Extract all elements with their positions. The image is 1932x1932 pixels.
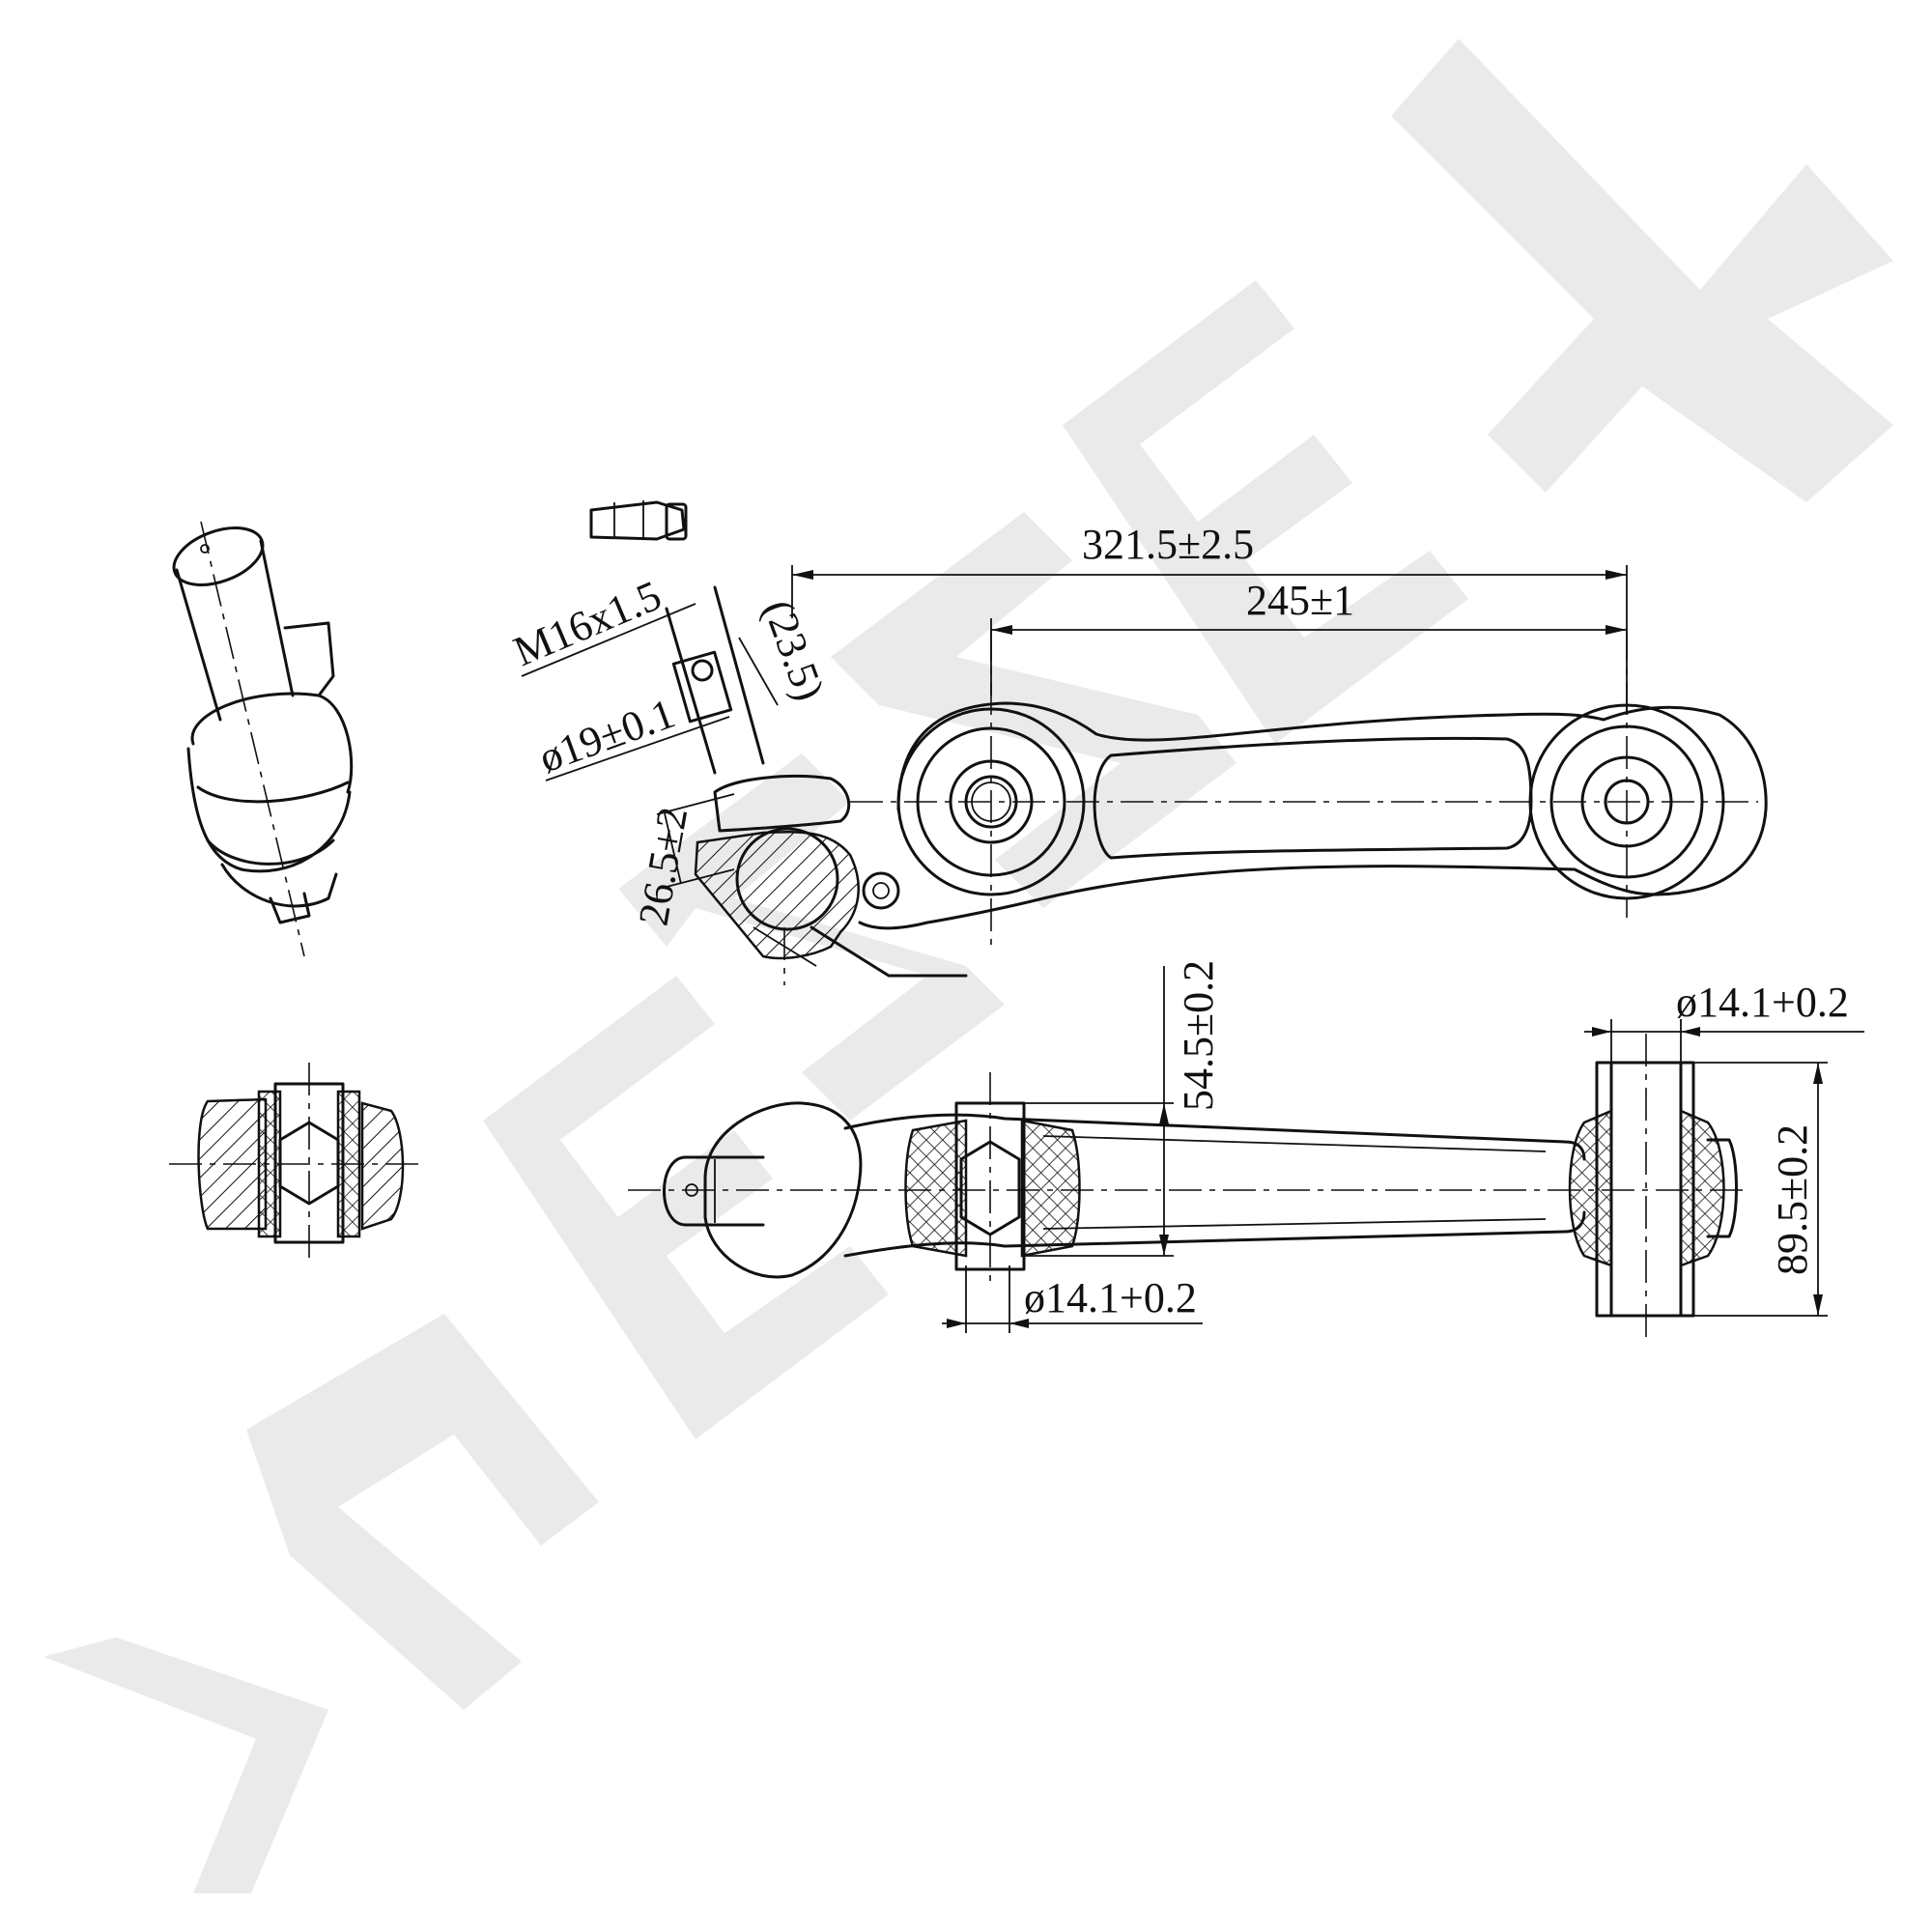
watermark-logo xyxy=(43,39,1893,1893)
dimension-front-bore: ø14.1+0.2 xyxy=(942,1265,1203,1333)
front-bore-label: ø14.1+0.2 xyxy=(1024,1274,1197,1321)
dimension-overall-length: 321.5±2.5 xyxy=(791,521,1628,715)
ball-joint-section xyxy=(665,585,968,985)
ball-joint-detail xyxy=(172,521,354,957)
dimension-rear-bush-width: 89.5±0.2 xyxy=(1693,1062,1828,1317)
dimension-thread-length: (23.5) xyxy=(738,594,834,707)
control-arm-top-view xyxy=(850,628,1768,947)
thread-label: M16x1.5 xyxy=(507,572,668,676)
dimension-thread: M16x1.5 xyxy=(507,572,696,677)
bushing-spacing-label: 245±1 xyxy=(1246,577,1354,624)
rear-bush-width-label: 89.5±0.2 xyxy=(1769,1124,1816,1275)
dimension-stud-diameter: ø19±0.1 xyxy=(533,690,730,782)
rear-bore-label: ø14.1+0.2 xyxy=(1676,979,1849,1026)
lock-nut xyxy=(589,500,688,541)
front-bush-width-label: 54.5±0.2 xyxy=(1175,960,1222,1111)
bushing-section-left xyxy=(169,1063,425,1265)
thread-length-label: (23.5) xyxy=(754,594,834,707)
dimension-bushing-spacing: 245±1 xyxy=(990,577,1627,696)
dimension-front-bush-width: 54.5±0.2 xyxy=(1024,960,1222,1257)
control-arm-side-view xyxy=(628,1034,1748,1343)
dimension-rear-bore: ø14.1+0.2 xyxy=(1584,979,1864,1063)
stud-diameter-label: ø19±0.1 xyxy=(533,690,681,782)
overall-length-label: 321.5±2.5 xyxy=(1082,521,1254,568)
